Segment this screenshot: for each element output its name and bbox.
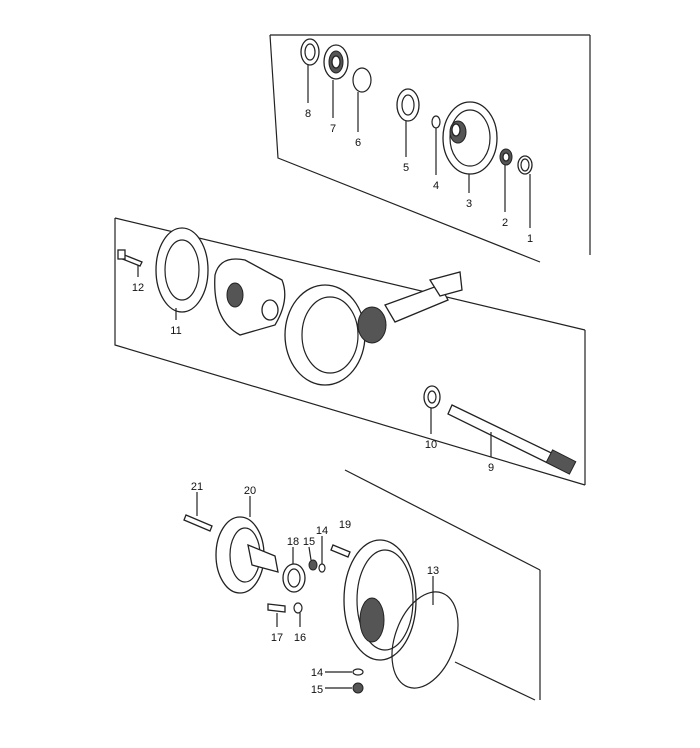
callout-21: 21	[191, 481, 203, 493]
callout-15-lower: 15	[311, 684, 323, 696]
callout-13: 13	[427, 565, 439, 577]
callout-labels: 8 7 6 5 4 3 2 1 12 11 10 9 21 20 13 18 1…	[132, 108, 533, 696]
callout-20: 20	[244, 485, 256, 497]
callout-16: 16	[294, 632, 306, 644]
callout-17: 17	[271, 632, 283, 644]
callout-19: 19	[339, 519, 351, 531]
callout-7: 7	[330, 123, 336, 135]
lower-parts	[183, 514, 459, 694]
callout-11: 11	[170, 325, 181, 337]
leader-lines	[137, 65, 531, 689]
callout-9: 9	[488, 462, 494, 474]
callout-2: 2	[502, 217, 508, 229]
middle-parts	[117, 227, 577, 475]
callout-8: 8	[305, 108, 311, 120]
upper-parts	[300, 38, 533, 175]
callout-15: 15	[303, 536, 315, 548]
callout-3: 3	[466, 198, 472, 210]
callout-5: 5	[403, 162, 409, 174]
callout-12: 12	[132, 282, 144, 294]
callout-1: 1	[527, 233, 533, 245]
callout-4: 4	[433, 180, 439, 192]
callout-6: 6	[355, 137, 361, 149]
callout-14: 14	[316, 525, 328, 537]
callout-10: 10	[425, 439, 437, 451]
callout-14-lower: 14	[311, 667, 323, 679]
callout-18: 18	[287, 536, 299, 548]
